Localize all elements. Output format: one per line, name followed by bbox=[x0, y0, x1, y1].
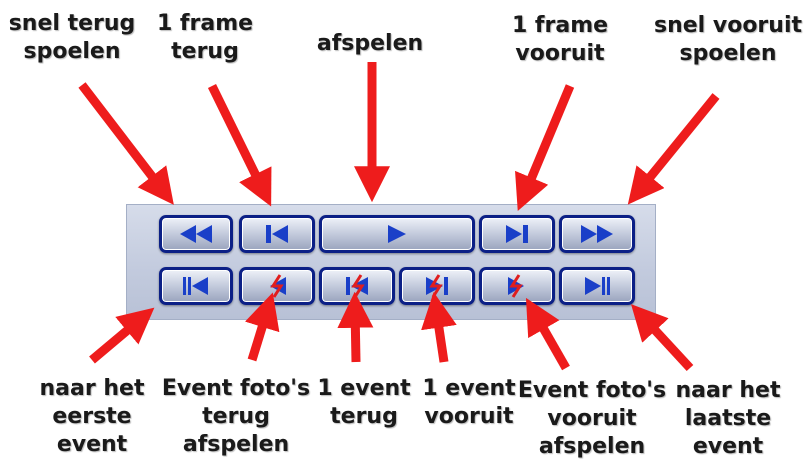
event-photos-forward-icon bbox=[508, 274, 524, 298]
skip-last-icon bbox=[585, 277, 610, 295]
label-event-forward: 1 event vooruit bbox=[422, 376, 516, 429]
arrow-frame-forward bbox=[515, 84, 575, 211]
arrow-fast-forward bbox=[627, 93, 720, 205]
frame-forward-button[interactable] bbox=[479, 215, 555, 253]
label-rewind: snel terug spoelen bbox=[8, 11, 136, 64]
label-fast-forward: snel vooruit spoelen bbox=[653, 13, 803, 66]
playback-control-panel bbox=[126, 204, 656, 320]
rewind-button[interactable] bbox=[159, 215, 233, 253]
play-icon bbox=[388, 225, 406, 243]
label-event-back: 1 event terug bbox=[317, 376, 411, 429]
skip-first-icon bbox=[183, 277, 208, 295]
label-first-event: naar het eerste event bbox=[39, 376, 145, 457]
arrow-last-event bbox=[631, 304, 694, 372]
first-event-button[interactable] bbox=[159, 267, 233, 305]
step-forward-icon bbox=[506, 225, 528, 243]
label-last-event: naar het laatste event bbox=[675, 378, 781, 459]
arrow-first-event bbox=[89, 307, 155, 364]
last-event-button[interactable] bbox=[559, 267, 635, 305]
event-forward-button[interactable] bbox=[399, 267, 475, 305]
arrow-frame-back bbox=[207, 84, 272, 207]
fast-forward-button[interactable] bbox=[559, 215, 635, 253]
event-back-icon bbox=[346, 274, 368, 298]
arrow-event-photos-forward bbox=[525, 297, 570, 371]
event-photos-back-icon bbox=[270, 274, 286, 298]
event-forward-icon bbox=[426, 274, 448, 298]
label-play: afspelen bbox=[316, 31, 424, 56]
rewind-icon bbox=[180, 225, 212, 243]
fast-forward-icon bbox=[581, 225, 613, 243]
event-photos-back-button[interactable] bbox=[239, 267, 315, 305]
frame-back-button[interactable] bbox=[239, 215, 315, 253]
event-photos-forward-button[interactable] bbox=[479, 267, 555, 305]
label-frame-forward: 1 frame vooruit bbox=[511, 13, 609, 66]
label-event-photos-forward: Event foto's vooruit afspelen bbox=[517, 378, 667, 459]
arrow-rewind bbox=[78, 82, 174, 205]
step-back-icon bbox=[266, 225, 288, 243]
play-button[interactable] bbox=[319, 215, 475, 253]
label-frame-back: 1 frame terug bbox=[156, 11, 254, 64]
event-back-button[interactable] bbox=[319, 267, 395, 305]
label-event-photos-back: Event foto's terug afspelen bbox=[161, 376, 311, 457]
